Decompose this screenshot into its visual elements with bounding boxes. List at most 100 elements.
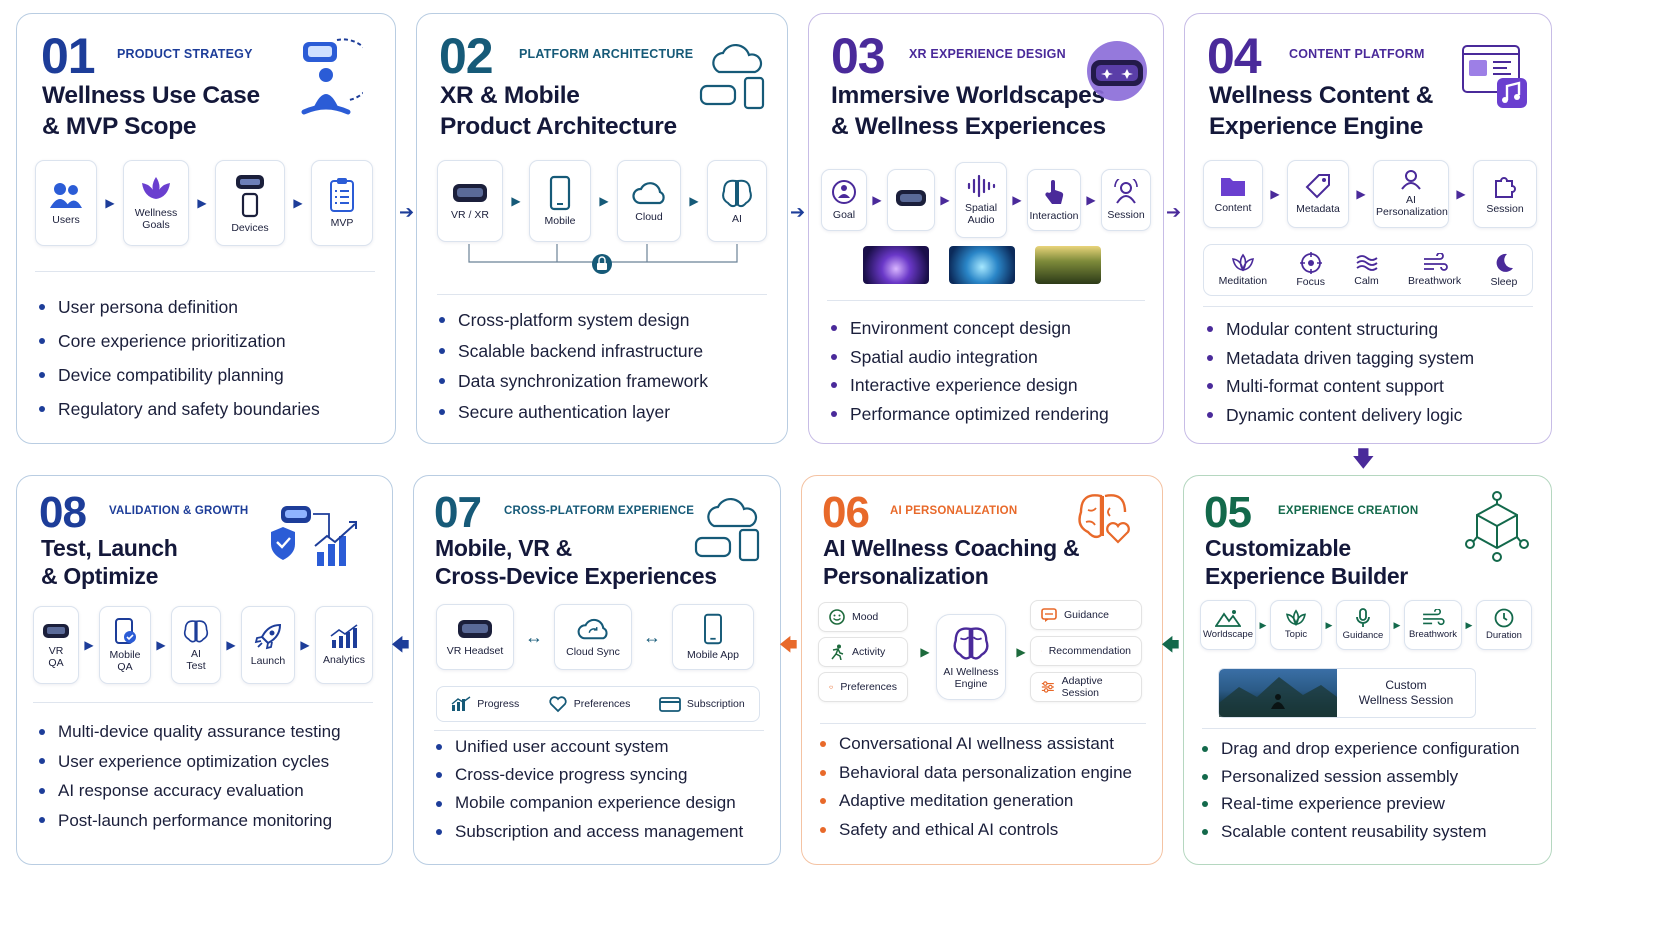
feature-bar: Progress Preferences Subscription — [436, 686, 760, 722]
step-number: 02 — [439, 28, 494, 84]
flow-vr-xr: VR / XR — [437, 160, 503, 242]
card-title: Wellness Use Case& MVP Scope — [42, 82, 260, 140]
mountain-icon — [1215, 610, 1241, 627]
card-title: Immersive Worldscapes& Wellness Experien… — [831, 82, 1106, 140]
flow-ai-personalization: AI Personalization — [1373, 160, 1449, 228]
tag-breathwork: Breathwork — [1408, 253, 1462, 287]
category-label: PRODUCT STRATEGY — [117, 47, 253, 61]
divider — [437, 294, 767, 295]
chat-icon — [1041, 607, 1057, 622]
card-06-ai-personalization: 06 AI PERSONALIZATION AI Wellness Coachi… — [801, 475, 1163, 865]
feature-preferences: Preferences — [548, 695, 630, 713]
card-title: Wellness Content &Experience Engine — [1209, 82, 1434, 140]
worldscape-thumbnail-ocean — [949, 246, 1015, 284]
card-title: AI Wellness Coaching &Personalization — [823, 535, 1080, 589]
architecture-flow: VR / XR ▶ Mobile ▶ Cloud ▶ AI — [437, 160, 767, 242]
input-mood: Mood — [818, 602, 908, 632]
bullet-item: Dynamic content delivery logic — [1205, 401, 1474, 430]
step-number: 08 — [39, 488, 87, 537]
brain-heart-icon — [1074, 490, 1132, 551]
experience-flow: Goal ▶ ▶ Spatial Audio ▶ Interaction ▶ S… — [821, 162, 1151, 238]
connector-arrow-down-icon: 🡇 — [1352, 446, 1375, 471]
flow-mvp: MVP — [311, 160, 373, 246]
bullet-item: Subscription and access management — [434, 818, 743, 846]
lotus-icon — [1231, 253, 1254, 272]
flow-arrow-icon: ▶ — [1270, 187, 1280, 201]
bullet-item: Safety and ethical AI controls — [818, 816, 1132, 845]
users-icon — [50, 183, 82, 208]
input-activity: Activity — [818, 637, 908, 667]
step-number: 06 — [822, 488, 870, 537]
flow-arrow-icon: ▶ — [156, 638, 166, 652]
heart-icon — [829, 685, 834, 689]
bullet-item: Secure authentication layer — [437, 397, 708, 428]
wind-icon — [1423, 253, 1448, 271]
flow-duration: Duration — [1476, 600, 1532, 650]
flow-guidance: Guidance — [1336, 600, 1390, 650]
flow-content: Content — [1203, 160, 1263, 228]
bullet-item: User persona definition — [37, 290, 320, 324]
device-sync-flow: VR Headset ↔ Cloud Sync ↔ Mobile App — [436, 604, 754, 670]
tag-icon — [1305, 174, 1330, 199]
tag-meditation: Meditation — [1218, 253, 1268, 287]
flow-analytics: Analytics — [315, 606, 373, 684]
bullet-item: Unified user account system — [434, 733, 743, 761]
flow-arrow-icon: ▶ — [872, 193, 882, 207]
divider — [820, 723, 1146, 724]
tag-sleep: Sleep — [1490, 252, 1518, 288]
brain-icon — [722, 179, 752, 208]
input-preferences: Preferences — [818, 672, 908, 702]
vr-headset-icon — [896, 190, 926, 206]
phone-icon — [549, 175, 571, 211]
category-label: CONTENT PLATFORM — [1289, 47, 1425, 61]
flow-wellness-goals: Wellness Goals — [123, 160, 189, 246]
rocket-icon — [254, 623, 282, 650]
flow-goal: Goal — [821, 169, 867, 231]
bullet-list: Environment concept design Spatial audio… — [829, 314, 1109, 428]
bullet-item: Scalable backend infrastructure — [437, 336, 708, 367]
brain-icon — [183, 620, 209, 643]
session-thumbnail — [1219, 669, 1337, 717]
audio-wave-icon — [967, 174, 996, 198]
sync-arrow-icon: ↔ — [525, 627, 543, 647]
bullet-item: Behavioral data personalization engine — [818, 759, 1132, 788]
flow-arrow-icon: ▶ — [1325, 619, 1333, 630]
vr-headset-icon — [43, 624, 69, 638]
flow-arrow-icon: ▶ — [1086, 193, 1096, 207]
content-tags: Meditation Focus Calm Breathwork Sleep — [1203, 244, 1533, 296]
bullet-item: Spatial audio integration — [829, 343, 1109, 372]
secure-connection-lines — [468, 244, 738, 274]
vr-headset-sparkle-icon — [1085, 38, 1149, 109]
flow-vr-headset — [887, 169, 935, 231]
hand-pointer-icon — [1045, 180, 1064, 204]
flow-cloud-sync: Cloud Sync — [554, 604, 632, 670]
flow-arrow-icon: ▶ — [511, 194, 521, 208]
flow-arrow-icon: ▶ — [84, 638, 94, 652]
bullet-list: Multi-device quality assurance testing U… — [37, 717, 341, 835]
flow-ai: AI — [707, 160, 767, 242]
bullet-item: Cross-platform system design — [437, 305, 708, 336]
flow-interaction: Interaction — [1027, 169, 1081, 231]
step-number: 07 — [434, 488, 482, 537]
bullet-item: Metadata driven tagging system — [1205, 344, 1474, 373]
bullet-item: Personalized session assembly — [1200, 763, 1520, 791]
phone-check-icon — [115, 618, 136, 644]
bullet-item: Real-time experience preview — [1200, 790, 1520, 818]
bullet-item: Conversational AI wellness assistant — [818, 730, 1132, 759]
connector-arrow-left-icon: 🡄 — [779, 635, 798, 655]
cloud-devices-icon — [694, 496, 764, 571]
divider — [1203, 306, 1533, 307]
flow-metadata: Metadata — [1287, 160, 1349, 228]
divider — [35, 271, 375, 272]
chart-icon — [330, 624, 358, 648]
tag-focus: Focus — [1296, 252, 1325, 288]
bullet-item: AI response accuracy evaluation — [37, 776, 341, 806]
card-03-xr-experience-design: 03 XR EXPERIENCE DESIGN Immersive Worlds… — [808, 13, 1164, 444]
output-adaptive-session: Adaptive Session — [1030, 672, 1142, 702]
